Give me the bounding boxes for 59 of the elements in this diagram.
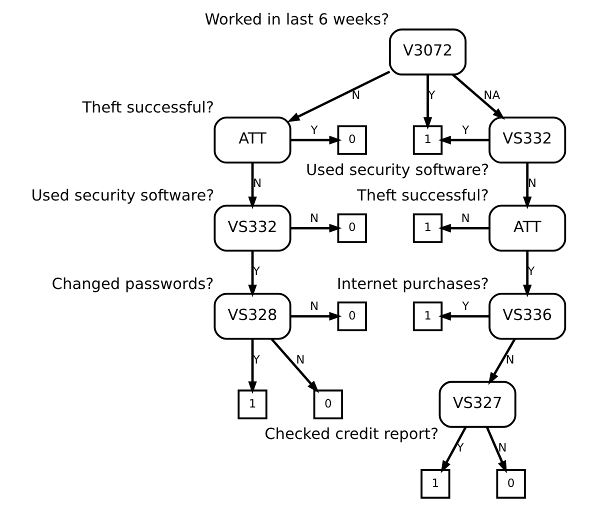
node-box: VS332 — [214, 204, 292, 252]
arrow — [440, 426, 467, 474]
node-label: Used security software? — [31, 186, 214, 205]
arrow — [287, 70, 390, 122]
node-box: VS332 — [488, 116, 566, 164]
edge-label: N — [296, 352, 305, 366]
edge-label: Y — [462, 299, 470, 314]
node-label: Internet purchases? — [336, 274, 489, 293]
arrow — [488, 338, 516, 385]
node-label: Used security software? — [306, 160, 490, 179]
node-box: VS327 — [438, 380, 516, 428]
edge-label: Y — [252, 264, 260, 278]
node-box: 0 — [337, 125, 367, 155]
arrow — [248, 162, 257, 210]
edge-label: Y — [310, 122, 318, 137]
edge-label: N — [506, 352, 514, 366]
edge-label: NA — [484, 88, 500, 102]
node-box: ATT — [488, 204, 566, 252]
node-box: 0 — [337, 213, 367, 244]
edge-label: N — [461, 211, 470, 226]
node-box: V3072 — [388, 28, 467, 76]
node-box: 0 — [496, 469, 526, 499]
node-label: Worked in last 6 weeks? — [204, 10, 390, 29]
edge-label: Y — [252, 352, 260, 366]
node-label: Changed passwords? — [52, 274, 214, 293]
node-box: 1 — [238, 390, 268, 420]
node-label: Theft successful? — [357, 186, 489, 205]
edge-label: N — [528, 176, 536, 190]
arrow — [248, 339, 257, 394]
node-box: 0 — [337, 301, 367, 332]
arrow — [522, 250, 532, 298]
node-box: VS336 — [488, 292, 566, 340]
node-box: 1 — [412, 301, 443, 332]
arrow — [438, 224, 490, 233]
node-box: 1 — [420, 469, 450, 499]
node-box: 1 — [412, 125, 443, 155]
node-box: VS328 — [214, 292, 292, 340]
edge-label: N — [253, 176, 262, 190]
node-box: ATT — [214, 116, 292, 164]
arrow — [452, 74, 505, 120]
arrow — [522, 162, 532, 210]
edge-label: N — [498, 440, 507, 454]
node-label: Theft successful? — [82, 98, 214, 117]
arrow — [290, 312, 342, 321]
edge-label: N — [352, 88, 360, 102]
arrow — [248, 250, 257, 298]
arrow — [438, 136, 490, 144]
edge-label: Y — [528, 264, 535, 278]
node-label: Checked credit report? — [264, 425, 439, 444]
arrow — [486, 426, 507, 474]
arrow — [290, 136, 342, 144]
arrow — [290, 224, 342, 233]
arrow — [270, 338, 320, 394]
edge-label: Y — [462, 122, 470, 137]
arrow — [438, 312, 490, 321]
edge-label: N — [310, 299, 319, 314]
edge-label: N — [310, 211, 319, 226]
node-box: 1 — [412, 213, 443, 244]
node-box: 0 — [313, 390, 343, 420]
